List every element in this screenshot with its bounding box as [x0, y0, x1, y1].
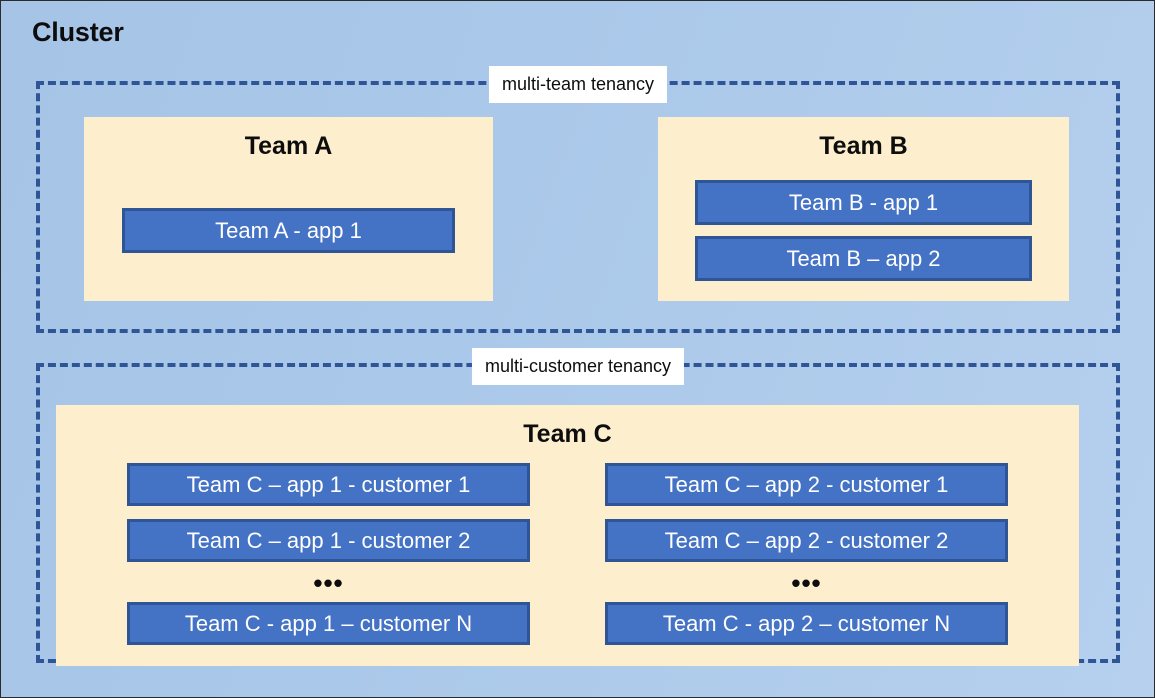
app-grid-team-c: Team C – app 1 - customer 1 Team C – app… — [56, 463, 1079, 645]
app-box-team-c-app-2-customer-2[interactable]: Team C – app 2 - customer 2 — [605, 519, 1008, 562]
tenancy-group-label-multi-team: multi-team tenancy — [488, 66, 668, 103]
team-title-team-c: Team C — [523, 420, 612, 448]
app-box-team-c-app-1-customer-n[interactable]: Team C - app 1 – customer N — [127, 602, 530, 645]
team-title-team-a: Team A — [244, 132, 333, 160]
app-list-team-b: Team B - app 1 Team B – app 2 — [695, 180, 1032, 281]
team-title-team-b: Team B — [819, 132, 908, 160]
app-box-team-b-app-1[interactable]: Team B - app 1 — [695, 180, 1032, 225]
team-box-team-c: Team C Team C – app 1 - customer 1 Team … — [56, 405, 1079, 666]
app-box-team-c-app-1-customer-2[interactable]: Team C – app 1 - customer 2 — [127, 519, 530, 562]
app-box-team-c-app-2-customer-1[interactable]: Team C – app 2 - customer 1 — [605, 463, 1008, 506]
app-column-team-c-app-1: Team C – app 1 - customer 1 Team C – app… — [127, 463, 530, 645]
page-title: Cluster — [32, 17, 124, 47]
ellipsis-team-c-app-1: ••• — [313, 568, 344, 598]
app-box-team-b-app-2[interactable]: Team B – app 2 — [695, 236, 1032, 281]
team-box-team-a: Team A Team A - app 1 — [84, 117, 493, 301]
app-box-team-c-app-2-customer-n[interactable]: Team C - app 2 – customer N — [605, 602, 1008, 645]
ellipsis-team-c-app-2: ••• — [791, 568, 822, 598]
app-list-team-a: Team A - app 1 — [122, 208, 455, 253]
app-column-team-c-app-2: Team C – app 2 - customer 1 Team C – app… — [605, 463, 1008, 645]
team-box-team-b: Team B Team B - app 1 Team B – app 2 — [658, 117, 1069, 301]
tenancy-group-label-multi-customer: multi-customer tenancy — [471, 348, 685, 385]
app-box-team-c-app-1-customer-1[interactable]: Team C – app 1 - customer 1 — [127, 463, 530, 506]
app-box-team-a-app-1[interactable]: Team A - app 1 — [122, 208, 455, 253]
tenancy-group-multi-team: multi-team tenancy — [36, 66, 1120, 333]
